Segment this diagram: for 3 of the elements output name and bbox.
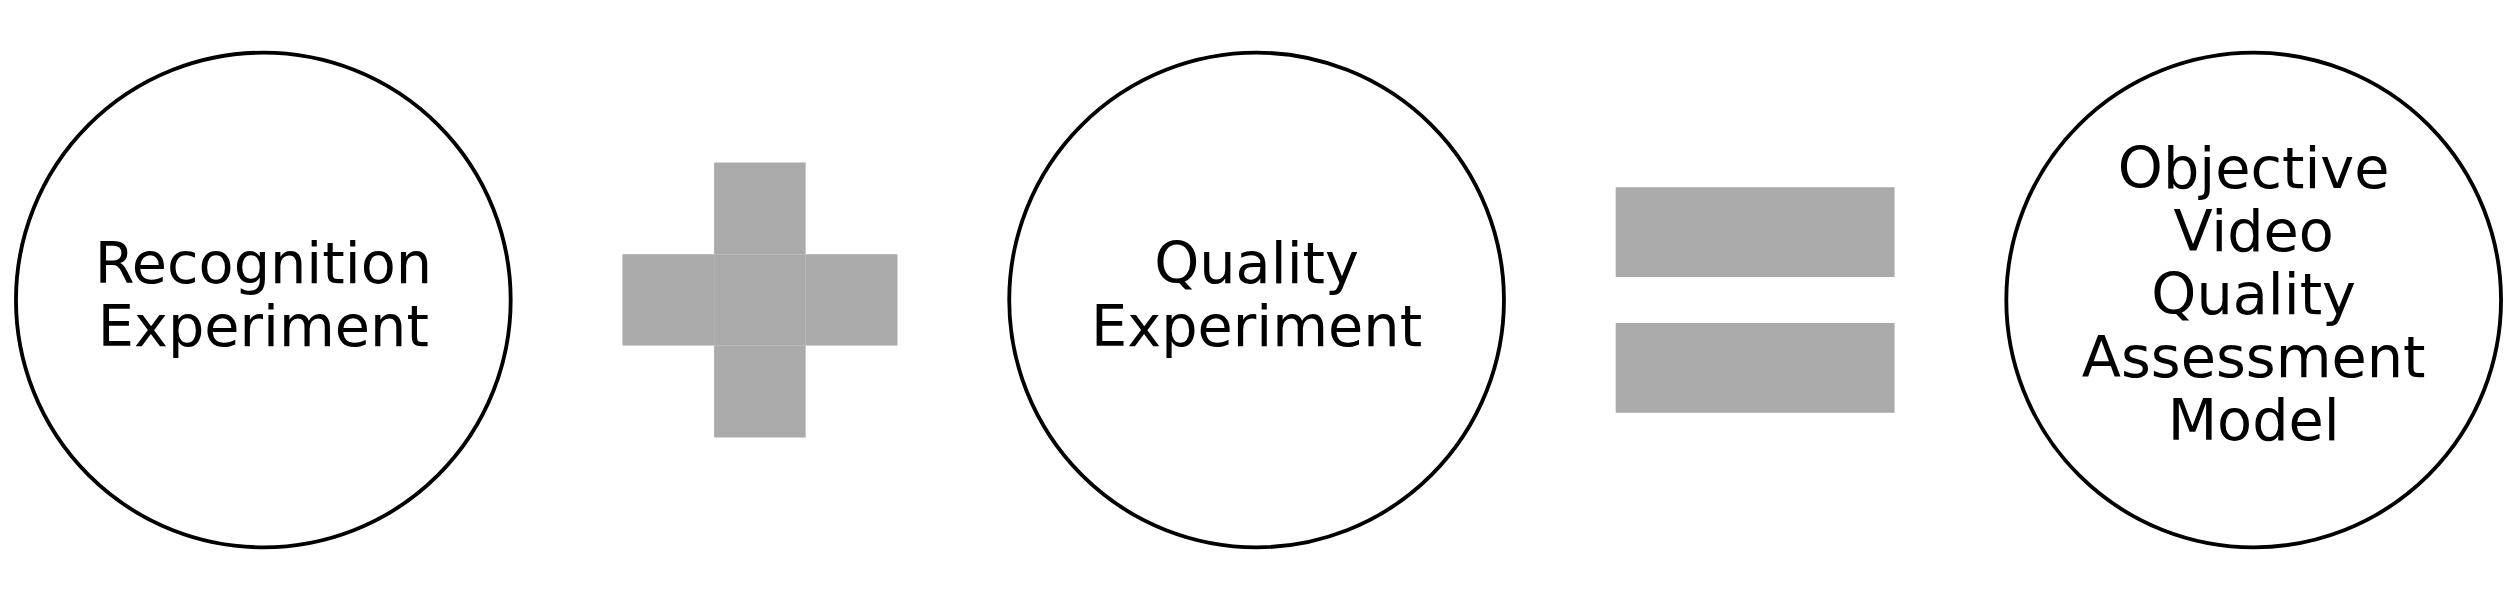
node-circle: Quality Experiment [1007, 50, 1506, 550]
node-circle: Recognition Experiment [14, 50, 513, 550]
node-circle: Objective Video Quality Assessment Model [2004, 50, 2503, 550]
